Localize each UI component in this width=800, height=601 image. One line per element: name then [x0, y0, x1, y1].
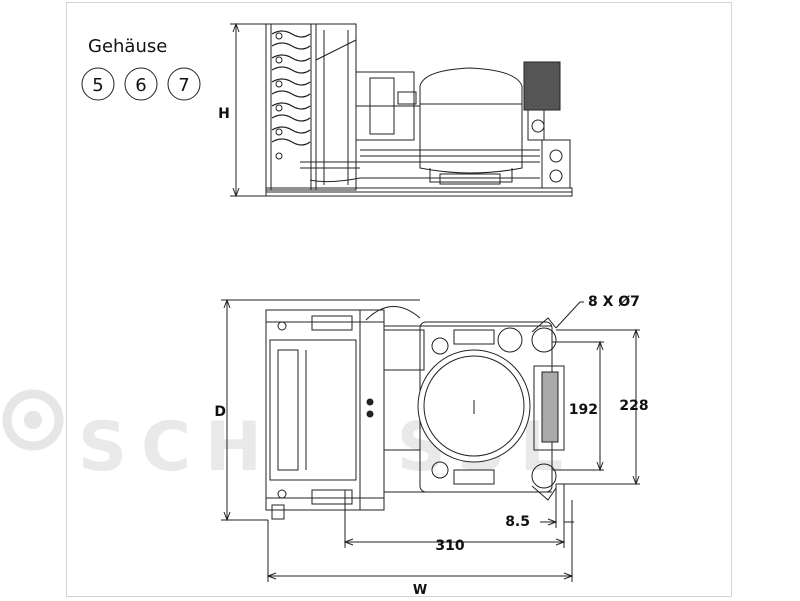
height-label: H: [218, 106, 230, 122]
housing-size-7: 7: [167, 67, 201, 101]
svg-text:5: 5: [92, 75, 103, 96]
watermark-logo-icon: [2, 389, 64, 451]
width-label: W: [413, 583, 427, 598]
side-view: [230, 22, 573, 198]
dim-228-label: 228: [619, 398, 648, 414]
dim-8-5-label: 8.5: [505, 514, 530, 530]
dim-192-label: 192: [569, 402, 598, 418]
housing-size-5: 5: [81, 67, 115, 101]
drawing-frame: [66, 2, 732, 597]
depth-label: D: [214, 404, 226, 420]
housing-label: Gehäuse: [88, 36, 167, 57]
holes-label: 8 X Ø7: [588, 294, 640, 310]
top-view: [221, 298, 640, 582]
svg-text:6: 6: [135, 75, 146, 96]
dim-310-label: 310: [435, 538, 464, 554]
svg-text:7: 7: [178, 75, 189, 96]
housing-size-6: 6: [124, 67, 158, 101]
